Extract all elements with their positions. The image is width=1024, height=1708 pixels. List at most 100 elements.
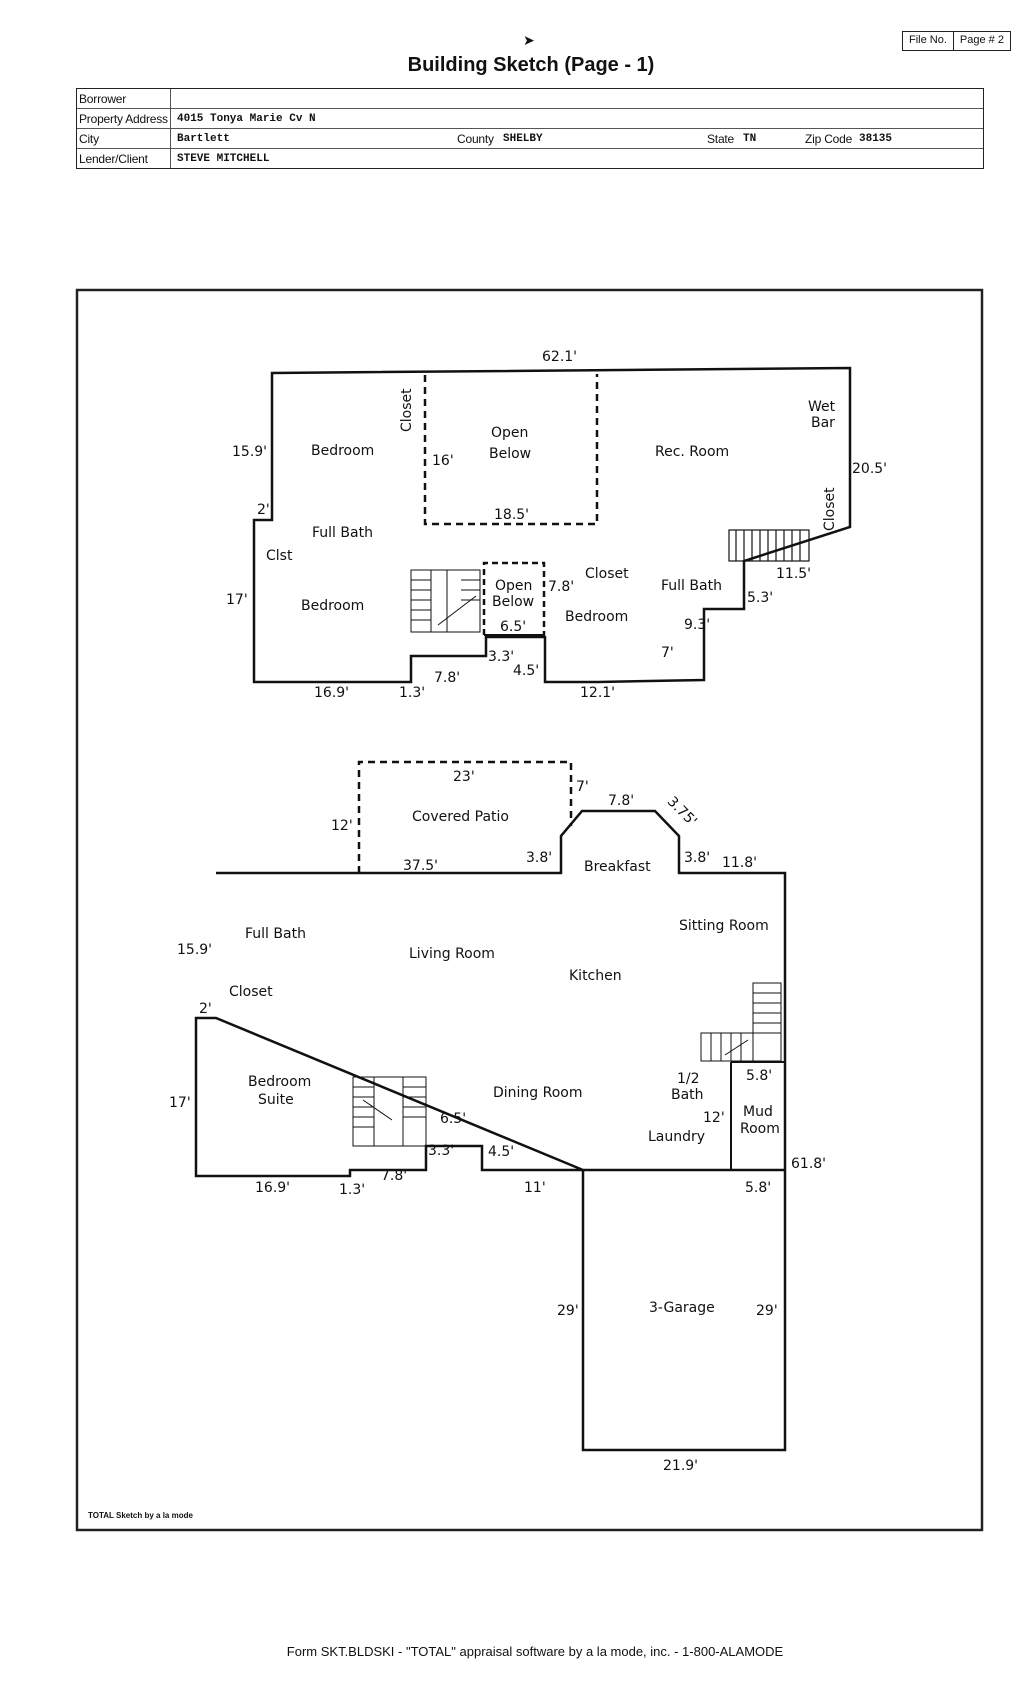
dim-open2-right: 7.8' bbox=[548, 579, 574, 595]
lender-row: Lender/Client STEVE MITCHELL bbox=[77, 149, 983, 168]
garage-label: 3-Garage bbox=[649, 1300, 715, 1316]
lender-label: Lender/Client bbox=[79, 152, 148, 166]
dim-bay-right: 3.8' bbox=[684, 850, 710, 866]
dim-open-bottom: 18.5' bbox=[494, 507, 529, 523]
city-value: Bartlett bbox=[177, 133, 230, 145]
dim-upper-bottom-b: 1.3' bbox=[399, 685, 425, 701]
half-bath-label-b: Bath bbox=[671, 1087, 704, 1103]
sketch-credit: TOTAL Sketch by a la mode bbox=[88, 1511, 193, 1520]
open-below-label-b: Below bbox=[489, 446, 531, 462]
dim-upper-bottom-c: 7.8' bbox=[434, 670, 460, 686]
dim-patio-bottom: 37.5' bbox=[403, 858, 438, 874]
laundry-label: Laundry bbox=[648, 1129, 705, 1145]
upper-bedroom-2-label: Bedroom bbox=[301, 598, 364, 614]
dim-step-e: 7' bbox=[661, 645, 674, 661]
upper-closet-3-label: Closet bbox=[585, 566, 629, 582]
open-below-label-a: Open bbox=[491, 425, 528, 441]
dim-open2-bottom: 6.5' bbox=[500, 619, 526, 635]
dim-garage-top: 11' bbox=[524, 1180, 546, 1196]
sitting-room-label: Sitting Room bbox=[679, 918, 769, 934]
dim-main-bottom-a: 16.9' bbox=[255, 1180, 290, 1196]
dim-main-step-a: 3.3' bbox=[428, 1143, 454, 1159]
dim-patio-top: 23' bbox=[453, 769, 475, 785]
dim-step-c: 3.3' bbox=[488, 649, 514, 665]
covered-patio-label: Covered Patio bbox=[412, 809, 509, 825]
dim-step-d: 4.5' bbox=[513, 663, 539, 679]
rec-closet-label: Closet bbox=[822, 487, 838, 531]
dim-main-notch: 2' bbox=[199, 1001, 212, 1017]
dim-upper-bottom-d: 12.1' bbox=[580, 685, 615, 701]
dim-upper-left-top: 15.9' bbox=[232, 444, 267, 460]
dim-step-a: 5.3' bbox=[747, 590, 773, 606]
main-stairs bbox=[352, 1076, 427, 1147]
upper-stairs bbox=[410, 569, 481, 633]
dim-main-right-top: 11.8' bbox=[722, 855, 757, 871]
upper-floor-outline bbox=[252, 366, 852, 684]
file-number-box: File No. Page # 2 bbox=[902, 31, 1011, 51]
county-value: SHELBY bbox=[503, 133, 543, 145]
form-footer: Form SKT.BLDSKI - "TOTAL" appraisal soft… bbox=[286, 1644, 784, 1659]
dim-main-bottom-b: 1.3' bbox=[339, 1182, 365, 1198]
mud-room-label-a: Mud bbox=[743, 1104, 773, 1120]
open-below-2-label-a: Open bbox=[495, 578, 532, 594]
dining-room-label: Dining Room bbox=[493, 1085, 583, 1101]
main-closet-label: Closet bbox=[229, 984, 273, 1000]
bedroom-suite-label-b: Suite bbox=[258, 1092, 294, 1108]
page-number-label: Page # 2 bbox=[959, 34, 1004, 46]
dim-garage-bottom: 21.9' bbox=[663, 1458, 698, 1474]
open-below-outline bbox=[423, 374, 599, 526]
borrower-label: Borrower bbox=[79, 92, 127, 106]
dim-main-left-top: 15.9' bbox=[177, 942, 212, 958]
upper-floor-plan: Bedroom Closet Open Below Rec. Room Wet … bbox=[226, 349, 887, 701]
dim-open-left: 16' bbox=[432, 453, 454, 469]
open-below-2-label-b: Below bbox=[492, 594, 534, 610]
county-label: County bbox=[457, 132, 494, 146]
mark-glyph: ➤ bbox=[523, 32, 535, 48]
dim-upper-left-bottom: 17' bbox=[226, 592, 248, 608]
half-bath-label-a: 1/2 bbox=[677, 1071, 700, 1087]
main-floor-outline bbox=[194, 809, 787, 1452]
dim-laundry-right: 12' bbox=[703, 1110, 725, 1126]
dim-upper-notch: 2' bbox=[257, 502, 270, 518]
city-row: City Bartlett County SHELBY State TN Zip… bbox=[77, 129, 983, 149]
upper-bedroom-3-label: Bedroom bbox=[565, 609, 628, 625]
upper-full-bath-label: Full Bath bbox=[312, 525, 373, 541]
dim-garage-right: 29' bbox=[756, 1303, 778, 1319]
borrower-row: Borrower bbox=[77, 89, 983, 109]
mud-room-walls bbox=[730, 1061, 785, 1170]
address-row: Property Address 4015 Tonya Marie Cv N bbox=[77, 109, 983, 129]
property-info-table: Borrower Property Address 4015 Tonya Mar… bbox=[76, 88, 984, 169]
dim-upper-right: 20.5' bbox=[852, 461, 887, 477]
sketch-frame bbox=[75, 288, 984, 1532]
dim-mud-top: 5.8' bbox=[746, 1068, 772, 1084]
main-full-bath-label: Full Bath bbox=[245, 926, 306, 942]
dim-garage-left: 29' bbox=[557, 1303, 579, 1319]
dim-bay-left: 3.8' bbox=[526, 850, 552, 866]
dim-mud-bottom: 5.8' bbox=[745, 1180, 771, 1196]
lender-value: STEVE MITCHELL bbox=[177, 153, 270, 165]
page-title: Building Sketch (Page - 1) bbox=[407, 54, 655, 76]
kitchen-label: Kitchen bbox=[569, 968, 622, 984]
dim-main-step-b: 4.5' bbox=[488, 1144, 514, 1160]
dim-main-bottom-c: 7.8' bbox=[381, 1168, 407, 1184]
city-label: City bbox=[79, 132, 99, 146]
upper-bedroom-label: Bedroom bbox=[311, 443, 374, 459]
property-address-label: Property Address bbox=[79, 112, 168, 126]
dim-main-right-total: 61.8' bbox=[791, 1156, 826, 1172]
property-address-value: 4015 Tonya Marie Cv N bbox=[177, 113, 316, 125]
covered-patio-outline bbox=[357, 760, 573, 873]
wet-bar-label-a: Wet bbox=[808, 399, 836, 415]
dim-stair-top: 6.5' bbox=[440, 1111, 466, 1127]
breakfast-label: Breakfast bbox=[584, 859, 651, 875]
dim-bay-top: 7.8' bbox=[608, 793, 634, 809]
state-label: State bbox=[707, 132, 735, 146]
upper-full-bath-2-label: Full Bath bbox=[661, 578, 722, 594]
dim-upper-bottom-a: 16.9' bbox=[314, 685, 349, 701]
bedroom-suite-label-a: Bedroom bbox=[248, 1074, 311, 1090]
upper-stairs-2 bbox=[728, 529, 810, 562]
clst-label: Clst bbox=[266, 548, 293, 564]
zip-label: Zip Code bbox=[805, 132, 853, 146]
mud-room-label-b: Room bbox=[740, 1121, 780, 1137]
zip-value: 38135 bbox=[859, 133, 893, 145]
